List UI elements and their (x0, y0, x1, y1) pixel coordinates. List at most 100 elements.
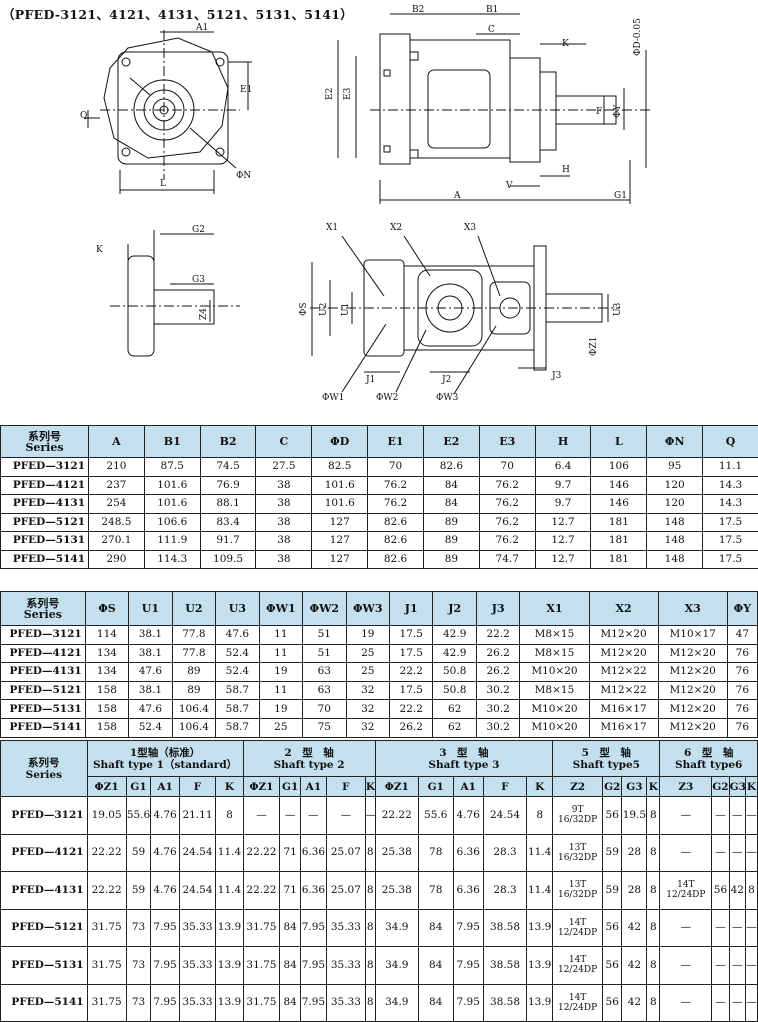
table-cell: M12×20 (589, 644, 658, 663)
table-cell: 76.9 (200, 476, 256, 495)
column-header: G3 (622, 777, 647, 797)
table-cell: 6.36 (300, 834, 326, 872)
table-cell: 25.38 (375, 834, 418, 872)
table-cell: 7.95 (151, 947, 179, 985)
table-cell: 146 (591, 476, 647, 495)
table-cell: 70 (368, 458, 424, 477)
table-cell: 47.6 (129, 700, 172, 719)
table-cell: 17.5 (390, 681, 433, 700)
table-cell: 82.6 (368, 532, 424, 551)
table-cell: 7.95 (453, 909, 483, 947)
column-header: B2 (200, 426, 256, 458)
label-n: ΦN (236, 171, 251, 181)
label-w3: ΦW3 (436, 393, 459, 403)
series-cell: PFED—4131 (1, 663, 86, 682)
table-cell: 56 (602, 947, 621, 985)
table-cell: 8 (647, 909, 660, 947)
column-header: F (326, 777, 365, 797)
table-cell: 38 (256, 550, 312, 569)
spline-spec-line: 14T (660, 880, 711, 890)
series-cell: PFED—5131 (1, 700, 86, 719)
table-cell: 27.5 (256, 458, 312, 477)
table-cell: 31.75 (87, 909, 126, 947)
column-header: J2 (433, 592, 476, 626)
column-header: A1 (300, 777, 326, 797)
table-cell: 76.2 (479, 476, 535, 495)
column-header: E1 (368, 426, 424, 458)
table-cell: 101.6 (144, 476, 200, 495)
label-g2: G2 (192, 225, 205, 235)
table-row: PFED—312119.0555.64.7621.118—————22.2255… (1, 797, 758, 835)
table-cell: 35.33 (326, 909, 365, 947)
table-cell: 26.2 (476, 663, 519, 682)
table-cell: 73 (126, 947, 151, 985)
table-cell: 38.1 (129, 681, 172, 700)
table-cell: M12×22 (589, 663, 658, 682)
table-cell: 158 (85, 681, 128, 700)
spline-spec-line: 13T (553, 843, 602, 853)
table-cell: 28.3 (483, 872, 526, 910)
table-cell: M12×20 (658, 700, 727, 719)
label-e1: E1 (240, 85, 252, 95)
series-cell: PFED—5121 (1, 681, 86, 700)
label-j2: J2 (441, 375, 451, 385)
table-cell: 12.7 (535, 513, 591, 532)
column-header: K (647, 777, 660, 797)
label-u2: U2 (319, 303, 329, 316)
column-header: C (256, 426, 312, 458)
spline-spec-line: 12/24DP (553, 965, 602, 975)
table-cell: 8 (365, 872, 375, 910)
table-cell: 181 (591, 532, 647, 551)
table-cell: 76.2 (368, 495, 424, 514)
table-cell: 30.2 (476, 700, 519, 719)
table-cell: 42 (729, 872, 745, 910)
table-cell: 17.5 (390, 626, 433, 645)
label-b2: B2 (412, 5, 424, 15)
table-cell: 38.58 (483, 984, 526, 1022)
table-cell: 6.36 (453, 872, 483, 910)
table-cell: 91.7 (200, 532, 256, 551)
table-cell: — (745, 947, 757, 985)
shaft-group-en: Shaft type 2 (244, 759, 375, 771)
table-cell: 181 (591, 550, 647, 569)
table-cell: 76.2 (479, 513, 535, 532)
label-l: L (160, 179, 166, 189)
table-cell: 21.11 (179, 797, 216, 835)
table-cell: 84 (423, 476, 479, 495)
table-cell: 13.9 (527, 984, 553, 1022)
table-cell: 56 (712, 872, 729, 910)
shaft-group-cn: 1型轴（标准） (88, 747, 243, 759)
table-cell: 7.95 (453, 984, 483, 1022)
table-cell: 9.7 (535, 495, 591, 514)
label-a1: A1 (195, 23, 208, 33)
table-cell: 7.95 (300, 947, 326, 985)
label-b1: B1 (486, 5, 498, 15)
table-cell: 106.4 (172, 718, 215, 737)
table-cell: 109.5 (200, 550, 256, 569)
table-cell: 8 (647, 797, 660, 835)
table-cell: 47.6 (216, 626, 259, 645)
label-s: ΦS (299, 302, 309, 316)
label-j3: J3 (551, 371, 562, 381)
table-cell: 26.2 (476, 644, 519, 663)
drawing-labels: A1 E1 Q ΦN L B2 B1 C K ΦD-0.05 E2 E3 F Φ… (80, 5, 643, 403)
table-cell: 8 (365, 947, 375, 985)
table-cell: 55.6 (126, 797, 151, 835)
table-cell: 42.9 (433, 644, 476, 663)
table-cell: 84 (418, 947, 453, 985)
side-view (338, 14, 650, 204)
table-cell: 134 (85, 644, 128, 663)
table-cell: 38 (256, 532, 312, 551)
